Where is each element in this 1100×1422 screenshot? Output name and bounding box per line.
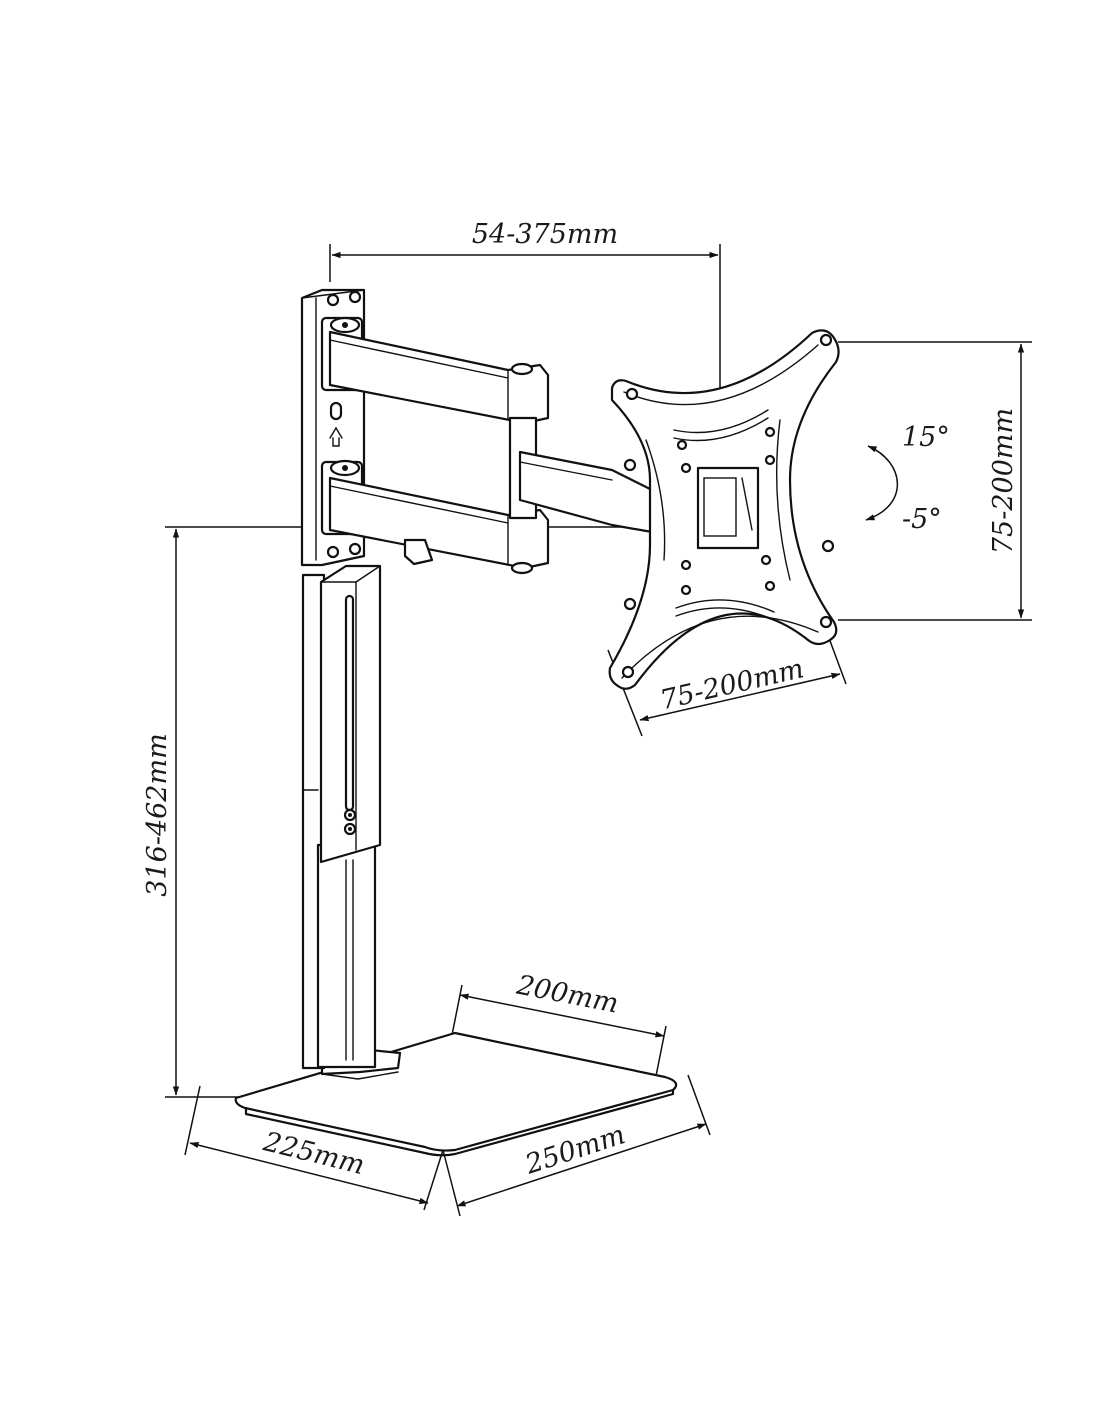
arm-extension-label: 54-375mm: [472, 219, 618, 250]
vesa-vertical-dimension: 75-200mm: [838, 341, 1032, 621]
arm-extension-dimension: 54-375mm: [329, 219, 721, 410]
tilt-down-label: -5°: [902, 504, 942, 535]
articulating-arms: [328, 330, 654, 575]
vesa-vertical-label: 75-200mm: [988, 408, 1019, 554]
vesa-plate: [608, 329, 840, 690]
height-label: 316-462mm: [142, 733, 173, 896]
vesa-horizontal-label: 75-200mm: [657, 653, 806, 716]
tilt-indicator: 15° -5°: [865, 422, 950, 535]
pole: [301, 573, 377, 1070]
tilt-up-label: 15°: [902, 422, 950, 453]
base-width-label: 225mm: [259, 1126, 367, 1181]
shelf-depth-label: 200mm: [513, 969, 621, 1019]
pole-sleeve: [319, 564, 382, 864]
vesa-holes: [621, 333, 835, 679]
